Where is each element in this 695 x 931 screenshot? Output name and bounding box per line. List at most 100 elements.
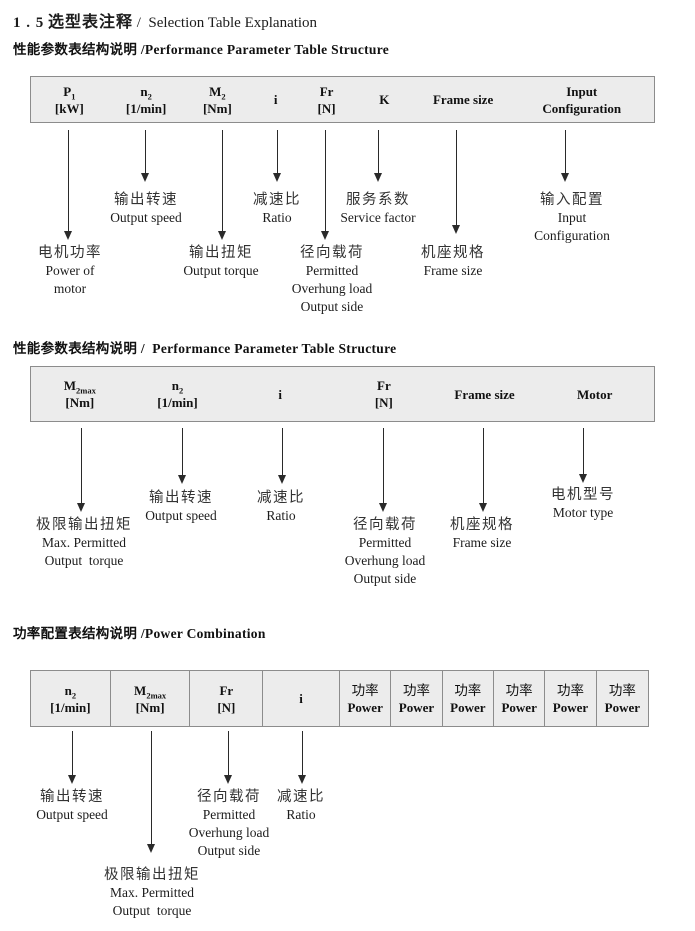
t1-col-i: i [250, 77, 301, 122]
header-symbol: i [278, 386, 282, 402]
header-unit: [1/min] [125, 100, 167, 116]
performance-table-1: P1 [kW] n2 [1/min] M2 [Nm] i Fr [N] K Fr… [30, 76, 655, 123]
t3-col-n2: n2 [1/min] [31, 671, 111, 726]
arrow-down-icon [146, 731, 156, 853]
arrow-down-icon [140, 130, 150, 182]
t1-col-frame-size: Frame size [417, 77, 510, 122]
t3-col-power-1: 功率 Power [340, 671, 392, 726]
header-symbol: n2 [64, 682, 77, 701]
header-unit: Power [398, 699, 435, 715]
t3-col-power-5: 功率 Power [545, 671, 597, 726]
t2-col-m2max: M2max [Nm] [31, 367, 129, 421]
header-symbol: n2 [171, 378, 184, 396]
header-symbol: 功率 [351, 682, 379, 698]
header-unit: [Nm] [202, 100, 232, 116]
t2-col-n2: n2 [1/min] [129, 367, 227, 421]
arrow-down-icon [320, 130, 330, 240]
header-unit: Power [552, 699, 589, 715]
t1-col-input-configuration: Input Configuration [509, 77, 654, 122]
arrow-down-icon [297, 731, 307, 784]
header-unit: Power [450, 699, 486, 715]
header-symbol: Frame size [432, 92, 494, 107]
t3-col-i: i [263, 671, 340, 726]
t1-col-n2: n2 [1/min] [108, 77, 185, 122]
t1-col-fr: Fr [N] [301, 77, 352, 122]
header-symbol: 功率 [556, 682, 584, 698]
header-unit: [N] [217, 699, 236, 715]
t3-col-power-6: 功率 Power [597, 671, 648, 726]
header-symbol: 功率 [454, 682, 482, 698]
t2-col-motor: Motor [535, 367, 654, 421]
t1-col-p1: P1 [kW] [31, 77, 108, 122]
arrow-down-icon [578, 428, 588, 483]
header-symbol: i [273, 92, 278, 107]
header-symbol: Input [566, 83, 598, 99]
arrow-down-icon [373, 130, 383, 182]
t2-col-fr: Fr [N] [334, 367, 434, 421]
header-symbol: 功率 [608, 682, 636, 698]
header-symbol: Fr [319, 83, 334, 99]
performance-table-2: M2max [Nm] n2 [1/min] i Fr [N] Frame siz… [30, 366, 655, 422]
header-symbol: M2max [63, 378, 96, 396]
header-symbol: Frame size [454, 386, 515, 402]
section3-heading: 功率配置表结构说明 /Power Combination [13, 626, 266, 641]
title-english: / Selection Table Explanation [136, 15, 318, 31]
arrow-down-icon [378, 428, 388, 512]
t3-col-power-4: 功率 Power [494, 671, 546, 726]
header-unit: [kW] [54, 100, 84, 116]
header-unit: Power [347, 699, 383, 715]
t3-col-m2max: M2max [Nm] [111, 671, 191, 726]
arrow-down-icon [63, 130, 73, 240]
t3-col-fr: Fr [N] [190, 671, 264, 726]
header-symbol: K [379, 92, 390, 107]
arrow-down-icon [272, 130, 282, 182]
arrow-down-icon [177, 428, 187, 484]
arrow-down-icon [560, 130, 570, 182]
header-unit: Power [604, 699, 641, 715]
t3-col-power-3: 功率 Power [443, 671, 494, 726]
t1-col-k: K [352, 77, 417, 122]
header-symbol: Motor [577, 386, 613, 402]
page-title: 1 . 5 选型表注释 / Selection Table Explanatio… [13, 8, 317, 32]
header-symbol: P1 [63, 83, 76, 102]
arrow-down-icon [478, 428, 488, 512]
t2-col-i: i [226, 367, 334, 421]
section2-heading: 性能参数表结构说明 / Performance Parameter Table … [13, 341, 397, 356]
header-unit: Configuration [542, 100, 622, 116]
header-symbol: Fr [219, 682, 234, 698]
arrow-down-icon [277, 428, 287, 484]
power-combination-table: n2 [1/min] M2max [Nm] Fr [N] i 功率 Power … [30, 670, 649, 727]
header-symbol: n2 [140, 83, 152, 102]
header-unit: [Nm] [65, 395, 95, 410]
header-symbol: M2max [134, 682, 167, 701]
section1-heading: 性能参数表结构说明 /Performance Parameter Table S… [13, 42, 390, 57]
t1-col-m2: M2 [Nm] [185, 77, 251, 122]
section-number: 1 . 5 [13, 15, 45, 31]
header-symbol: 功率 [402, 682, 430, 698]
arrow-down-icon [76, 428, 86, 512]
header-unit: [1/min] [50, 699, 91, 715]
header-unit: [1/min] [157, 395, 198, 410]
arrow-down-icon [451, 130, 461, 234]
header-unit: [N] [374, 395, 393, 410]
header-unit: [Nm] [135, 699, 165, 715]
header-symbol: M2 [209, 83, 226, 102]
